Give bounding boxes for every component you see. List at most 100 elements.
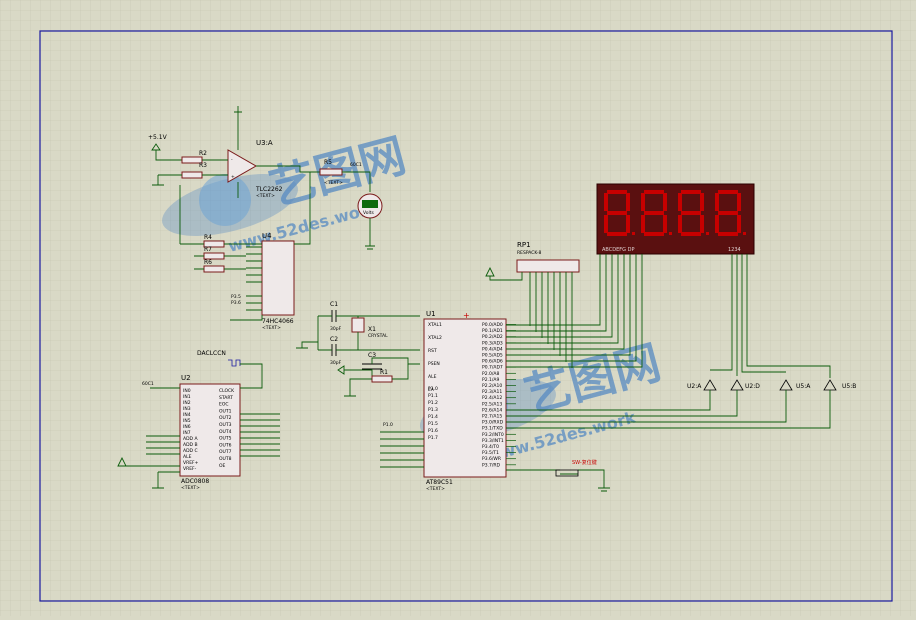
svg-text:DACLCCN: DACLCCN — [197, 350, 226, 357]
svg-text:U5:A: U5:A — [796, 383, 811, 390]
svg-text:C3: C3 — [368, 352, 376, 359]
u1-pin-label: P2.2/A10 — [482, 383, 502, 389]
u2-pin-label: OE — [219, 463, 226, 469]
u1-pin-label: P3.4/T0 — [482, 444, 499, 450]
svg-text:30pF: 30pF — [330, 326, 342, 332]
u2-pin-label: ADD A — [183, 436, 198, 442]
svg-text:R1: R1 — [380, 369, 388, 376]
svg-text:U1: U1 — [426, 310, 436, 318]
u1-pin-label: P0.5/AD5 — [482, 353, 503, 359]
capacitor-c2[interactable]: C2 30pF — [296, 316, 420, 366]
u3-part: TLC2262 — [255, 186, 283, 193]
u2-pin-label: OUT7 — [219, 449, 232, 455]
u3-text: <TEXT> — [256, 193, 275, 199]
svg-text:R6: R6 — [204, 259, 212, 266]
svg-text:U2: U2 — [181, 374, 191, 382]
chip-u2[interactable]: U2 ADC0808 <TEXT> IN0IN1IN2IN3IN4IN5IN6I… — [117, 350, 280, 491]
svg-text:<TEXT>: <TEXT> — [262, 325, 281, 331]
u2-pin-label: OUT4 — [219, 429, 232, 435]
u2-pin-label: EOC — [219, 402, 229, 408]
vref-source: +5.1V — [148, 134, 182, 161]
driver-u5b[interactable]: U5:B — [506, 379, 856, 429]
resistor-r3[interactable]: R3 — [152, 162, 228, 186]
resistor-r4[interactable]: R4 — [179, 185, 262, 248]
capacitor-c1[interactable]: C1 30pF — [318, 301, 420, 332]
reset-switch[interactable]: SW-复位键 — [506, 459, 610, 492]
resistor-r7[interactable]: R7 — [194, 246, 246, 260]
u3-title: U3:A — [256, 139, 273, 147]
u1-pin-label: P1.6 — [428, 428, 438, 434]
u2-pin-label: OUT5 — [219, 436, 232, 442]
u1-pin-label: XTAL2 — [428, 335, 442, 341]
display-digit: 8 — [678, 190, 709, 236]
sheet-border — [39, 30, 893, 602]
display-digits: 8888 — [604, 190, 746, 236]
u1-pin-label: P2.4/A12 — [482, 395, 502, 401]
u2-pin-label: OUT8 — [219, 456, 232, 462]
svg-text:X1: X1 — [368, 326, 376, 333]
u1-pin-label: P2.0/A8 — [482, 371, 499, 377]
svg-text:+5.1V: +5.1V — [148, 134, 168, 141]
u1-pin-label: P0.3/AD3 — [482, 340, 503, 346]
u1-pin-label: ALE — [428, 374, 437, 380]
u1-left-pins: XTAL1XTAL2RSTPSENALEEAP1.0P1.1P1.2P1.3P1… — [428, 322, 442, 441]
u2-pin-label: OUT3 — [219, 422, 232, 428]
u1-pin-label: P1.7 — [428, 435, 438, 441]
u1-pin-label: P1.4 — [428, 414, 438, 420]
u2-pin-label: IN4 — [183, 412, 191, 418]
driver-u2d[interactable]: U2:D — [506, 379, 760, 417]
resistor-r1[interactable]: R1 — [337, 364, 409, 397]
svg-text:U5:B: U5:B — [842, 383, 856, 390]
svg-text:U4: U4 — [262, 232, 272, 240]
driver-u2a[interactable]: U2:A — [506, 379, 717, 411]
resistor-r5[interactable]: R5 <TEXT> 60C1 — [319, 159, 371, 192]
svg-text:+: + — [463, 311, 470, 320]
u2-pin-label: IN0 — [183, 388, 191, 394]
svg-text:R5: R5 — [324, 159, 332, 166]
u1-pin-label: P3.2/INT0 — [482, 432, 504, 438]
u1-pin-label: P0.1/AD1 — [482, 328, 503, 334]
u1-pin-label: XTAL1 — [428, 322, 442, 328]
u1-pin-label: P3.0/RXD — [482, 420, 504, 426]
u1-pin-label: P3.3/INT1 — [482, 438, 504, 444]
u2-pin-label: OUT6 — [219, 442, 232, 448]
display-pin-labels: ABCDEFG DP — [602, 247, 634, 253]
respack-rp1[interactable]: RP1 RESPACK-8 — [485, 241, 580, 368]
u2-pin-label: IN5 — [183, 418, 191, 424]
u1-pin-label: P2.6/A14 — [482, 407, 502, 413]
u1-pin-label: P1.1 — [428, 393, 438, 399]
voltmeter[interactable]: Volts — [357, 193, 383, 250]
crystal-x1[interactable]: X1 CRYSTAL — [351, 316, 388, 350]
u4-p36: P3.6 — [231, 300, 241, 306]
u1-pin-label: P3.6/WR — [482, 456, 501, 462]
driver-u5a[interactable]: U5:A — [506, 379, 811, 423]
u2-pin-label: IN2 — [183, 400, 191, 406]
p1-inputs: P1.0 — [380, 422, 424, 468]
u2-right-pins: CLOCKSTARTEOCOUT1OUT2OUT3OUT4OUT5OUT6OUT… — [219, 388, 235, 469]
svg-text:AT89C51: AT89C51 — [426, 479, 453, 486]
chip-u4[interactable]: U4 74HC4066 <TEXT> — [230, 172, 311, 331]
u1-pin-label: P3.7/RD — [482, 462, 501, 468]
chip-u1[interactable]: U1 AT89C51 <TEXT> + XTAL1XTAL2RSTPSENALE… — [423, 310, 516, 492]
u1-pin-label: P0.6/AD6 — [482, 359, 503, 365]
u2-pin-label: IN3 — [183, 406, 191, 412]
u1-pin-label: P1.5 — [428, 421, 438, 427]
u2-pin-label: ADD C — [183, 448, 198, 454]
svg-text:R3: R3 — [199, 162, 207, 169]
svg-text:RP1: RP1 — [517, 241, 531, 249]
svg-text:C1: C1 — [330, 301, 338, 308]
u1-pin-label: P0.7/AD7 — [482, 365, 503, 371]
resistor-r2[interactable]: R2 — [181, 150, 228, 164]
resistor-r6[interactable]: R6 — [194, 259, 246, 273]
svg-text:C2: C2 — [330, 336, 338, 343]
u1-pin-label: P3.5/T1 — [482, 450, 499, 456]
seven-segment-display[interactable]: 8888 ABCDEFG DP 1234 — [506, 183, 831, 378]
u2-pin-label: CLOCK — [219, 388, 235, 394]
svg-text:<TEXT>: <TEXT> — [181, 485, 200, 491]
u1-right-pins: P0.0/AD0P0.1/AD1P0.2/AD2P0.3/AD3P0.4/AD4… — [482, 322, 516, 468]
u2-pin-label: OUT1 — [219, 408, 232, 414]
svg-text:R2: R2 — [199, 150, 207, 157]
svg-text:Volts: Volts — [363, 210, 374, 216]
